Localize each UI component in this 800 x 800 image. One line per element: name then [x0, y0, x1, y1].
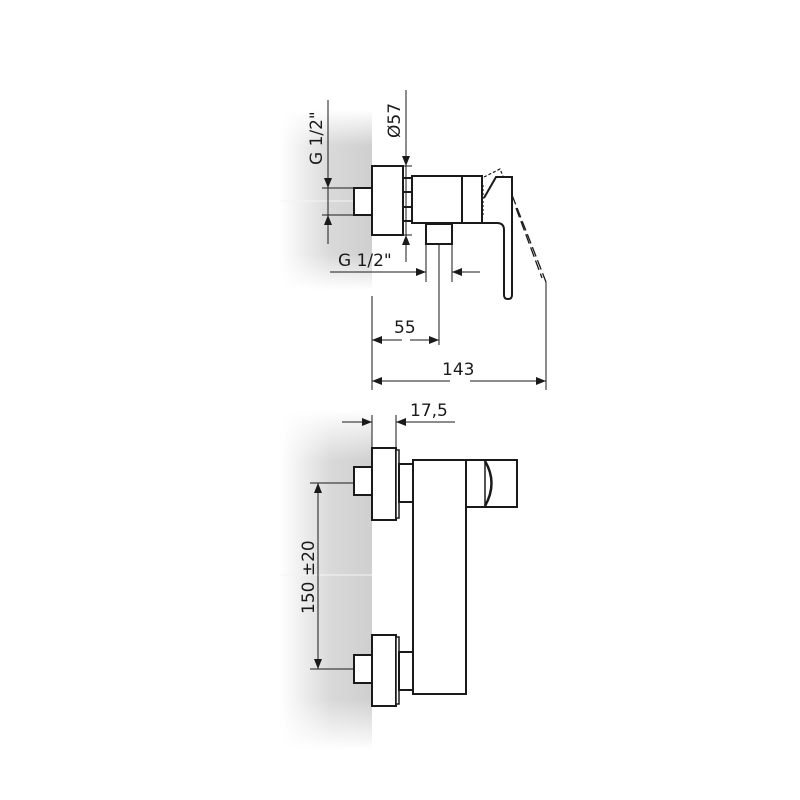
mixer-body-front [412, 459, 467, 695]
label-outlet-offset: 55 [394, 318, 416, 338]
lower-escutcheon [371, 634, 397, 707]
inlet-pipe-stub [353, 187, 373, 216]
upper-escutcheon [371, 447, 397, 521]
dim-total-depth [372, 282, 547, 390]
label-inlet-thread: G 1/2" [307, 111, 327, 165]
dim-escutcheon-diameter [400, 90, 412, 262]
mixer-collar [461, 175, 483, 224]
dim-inlet-spacing [310, 482, 354, 670]
front-view: 17,5 150 ±20 [280, 401, 518, 750]
lower-connector [398, 651, 414, 691]
lever-handle [482, 176, 513, 301]
dim-outlet-thread [330, 244, 480, 282]
outlet-connector [425, 223, 453, 245]
dim-escutcheon-depth [342, 415, 455, 448]
lever-alt-position [511, 194, 547, 283]
dim-outlet-offset [371, 296, 439, 390]
label-escutcheon-depth: 17,5 [410, 401, 448, 421]
wall-shade-front [280, 410, 372, 750]
label-escutcheon-diameter: Ø57 [385, 103, 405, 138]
connector-nut [402, 177, 413, 222]
dim-inlet-thread-vertical [322, 100, 354, 244]
escutcheon-plate [371, 165, 404, 236]
lower-inlet-stub [353, 654, 373, 684]
label-inlet-spacing: 150 ±20 [299, 540, 319, 614]
upper-connector [398, 463, 414, 503]
mixer-body [411, 175, 463, 224]
upper-inlet-stub [353, 466, 373, 496]
top-view: G 1/2" Ø57 G 1/2" 55 [280, 90, 547, 390]
label-outlet-thread: G 1/2" [338, 251, 392, 271]
label-total-depth: 143 [442, 360, 474, 380]
